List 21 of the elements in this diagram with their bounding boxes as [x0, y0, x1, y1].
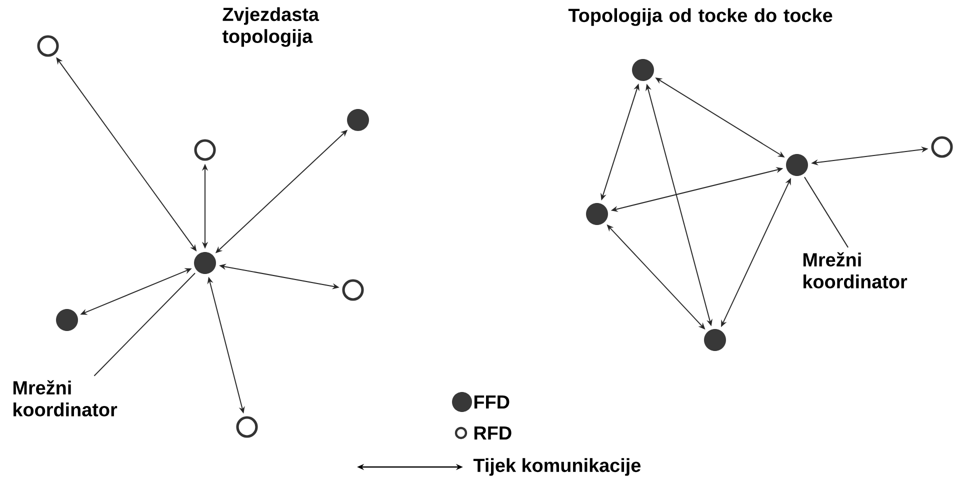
filled-circle [704, 329, 726, 351]
node-label: Mrežni koordinator [803, 252, 908, 288]
leader-line [804, 176, 849, 248]
title: Topologija od tocke do tocke [568, 8, 832, 26]
open-circle [342, 279, 364, 301]
filled-circle [632, 59, 654, 81]
legend-text: RFD [474, 426, 512, 440]
filled-circle [586, 203, 608, 225]
filled-circle [347, 109, 369, 131]
open-circle [37, 35, 59, 57]
open-circle [931, 136, 953, 158]
filled-circle [56, 309, 78, 331]
filled-circle [194, 252, 216, 274]
leader-line [94, 272, 196, 376]
node-label: Mrežni koordinator [13, 380, 118, 416]
filled-circle [786, 154, 808, 176]
open-circle [194, 139, 216, 161]
open-circle [236, 416, 258, 438]
title: Zvjezdasta topologija [222, 7, 320, 47]
legend-text: Tijek komunikacije [473, 458, 641, 476]
legend-text: FFD [474, 396, 510, 408]
